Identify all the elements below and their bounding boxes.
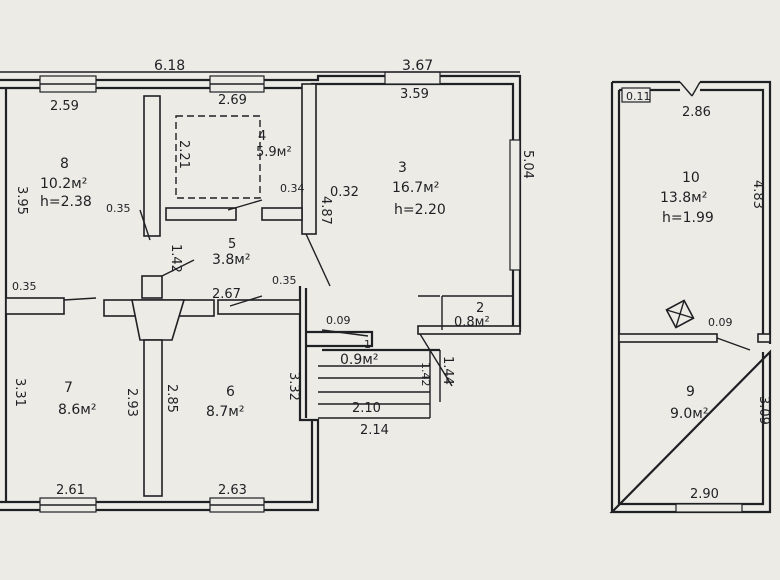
room4-dashed xyxy=(175,115,261,199)
stove-center xyxy=(131,299,186,341)
dim-room8-wall: 0.35 xyxy=(106,202,131,215)
partition-left-mid xyxy=(5,297,65,315)
dim-room5-left: 1.42 xyxy=(168,244,183,273)
dim-room7-left: 3.31 xyxy=(12,378,27,407)
room3-num: 3 xyxy=(398,160,407,176)
room2-num: 2 xyxy=(476,301,484,316)
dim-room3-wall: 0.32 xyxy=(330,185,359,200)
dim-room8-top: 2.59 xyxy=(50,99,79,114)
partition-4-bottom xyxy=(165,207,237,221)
dim-room3-top: 3.59 xyxy=(400,87,429,102)
porch xyxy=(306,330,440,352)
room3-area: 16.7м² xyxy=(392,180,439,196)
room1-area: 0.9м² xyxy=(340,352,378,368)
dim-room7-right: 2.93 xyxy=(124,388,139,417)
room7-num: 7 xyxy=(64,380,73,396)
dim-room6-right: 3.32 xyxy=(286,372,301,401)
dim-left-wall: 0.35 xyxy=(12,280,37,293)
partition-7-6 xyxy=(143,339,163,497)
dim-stair-w2: 2.14 xyxy=(360,423,389,438)
dim-room5-wall: 0.35 xyxy=(272,274,297,287)
annex-room10-area: 13.8м² xyxy=(660,190,707,206)
dim-room3-inner: 4.87 xyxy=(318,196,333,225)
dim-room4-inner: 2.21 xyxy=(176,140,191,169)
room4-num: 4 xyxy=(258,129,266,144)
window-room3-right xyxy=(509,139,521,271)
annex-dim-bottom: 2.90 xyxy=(690,487,719,502)
room3-height: h=2.20 xyxy=(394,202,446,218)
annex-outer-wall xyxy=(609,80,772,514)
room8-height: h=2.38 xyxy=(40,194,92,210)
annex-dim-right-bottom: 3.09 xyxy=(756,396,771,425)
dim-room7-bottom: 2.61 xyxy=(56,483,85,498)
room2-area: 0.8м² xyxy=(454,315,490,330)
dim-room1-wall: 0.09 xyxy=(326,314,351,327)
ladder-hatch-icon xyxy=(665,299,695,329)
dim-room3-right: 5.04 xyxy=(520,150,535,179)
annex-room10-num: 10 xyxy=(682,170,700,186)
annex-dim-top: 2.86 xyxy=(682,105,711,120)
chimney xyxy=(141,275,163,299)
dim-stair-h1: 1.42 xyxy=(419,362,432,387)
partition-3-bottom-stub xyxy=(261,207,303,221)
room1-num: 1 xyxy=(364,338,371,351)
annex-room9-area: 9.0м² xyxy=(670,406,708,422)
room8-num: 8 xyxy=(60,156,69,172)
dim-top-right: 3.67 xyxy=(402,58,433,74)
dim-stair-h2: 1.44 xyxy=(440,356,455,385)
dim-room5-bottom: 2.67 xyxy=(212,287,241,302)
room4-area: 5.9м² xyxy=(256,145,292,160)
room6-area: 8.7м² xyxy=(206,404,244,420)
annex-partition xyxy=(618,333,718,343)
annex-dim-corner: 0.11 xyxy=(626,90,651,103)
partition-2 xyxy=(417,325,521,335)
room6-num: 6 xyxy=(226,384,235,400)
annex: 0.11 2.86 10 13.8м² h=1.99 4.83 0.09 9 9… xyxy=(609,80,772,514)
annex-window-bottom xyxy=(675,503,743,513)
annex-room10-height: h=1.99 xyxy=(662,210,714,226)
annex-room9-num: 9 xyxy=(686,384,695,400)
room8-area: 10.2м² xyxy=(40,176,87,192)
dim-top-total: 6.18 xyxy=(154,58,185,74)
room5-area: 3.8м² xyxy=(212,252,250,268)
room5-num: 5 xyxy=(228,237,236,252)
dim-room6-left: 2.85 xyxy=(164,384,179,413)
partition-4-3 xyxy=(301,83,317,235)
dim-room6-bottom: 2.63 xyxy=(218,483,247,498)
dim-room4-wall: 0.34 xyxy=(280,182,305,195)
dim-room4-top: 2.69 xyxy=(218,93,247,108)
main-house: 6.18 3.67 2.59 2.69 3.59 3.95 2.21 8 10.… xyxy=(0,58,535,513)
partition-8-4 xyxy=(143,95,161,237)
dim-stair-w1: 2.10 xyxy=(352,401,381,416)
annex-dim-right-top: 4.83 xyxy=(750,180,765,209)
annex-dim-wall: 0.09 xyxy=(708,316,733,329)
partition-5-6 xyxy=(217,299,301,315)
annex-partition-right xyxy=(757,333,771,343)
dim-room8-left: 3.95 xyxy=(14,186,29,215)
annex-corner-box xyxy=(621,87,651,103)
room7-area: 8.6м² xyxy=(58,402,96,418)
